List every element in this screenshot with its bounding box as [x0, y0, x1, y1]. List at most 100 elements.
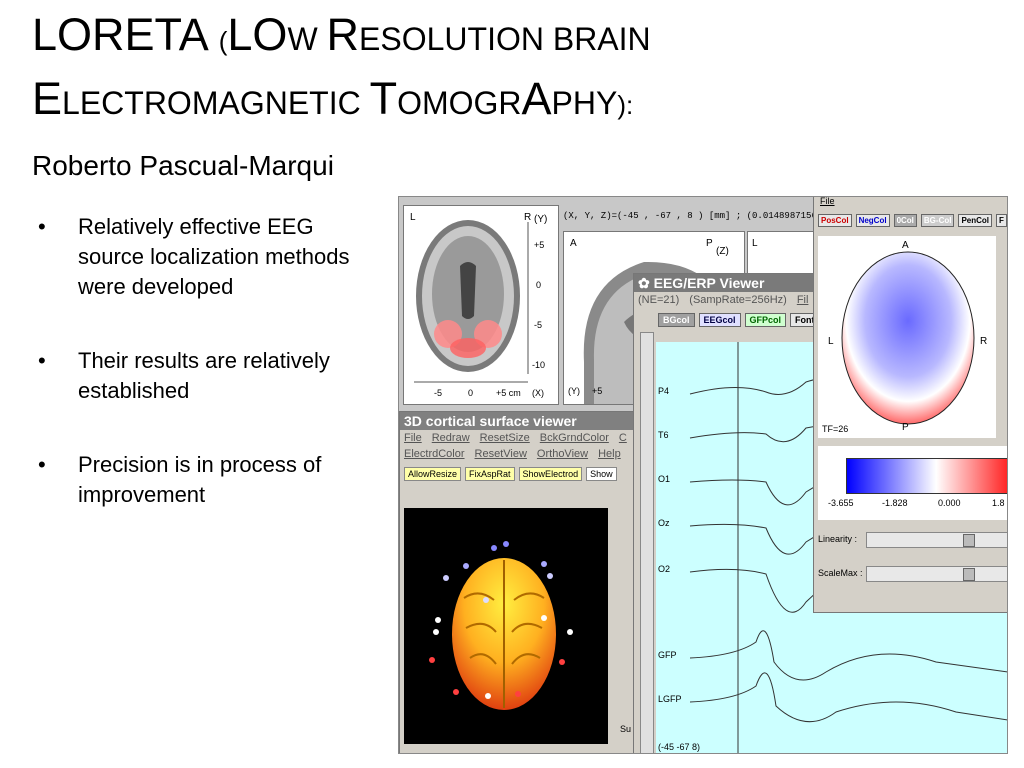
zerocol-button[interactable]: 0Col [893, 214, 917, 227]
cortical-side-label: Su [620, 724, 632, 734]
title-text: OMOGR [397, 85, 522, 121]
allowresize-checkbox[interactable]: AllowResize [404, 467, 462, 481]
axial-bottom-tick: (X) [532, 388, 544, 398]
axial-tick: 0 [536, 280, 542, 290]
sagittal-axis-label: (Z) [716, 246, 729, 257]
linearity-label: Linearity : [818, 534, 858, 544]
bgcol-map-button[interactable]: BG-Col [920, 214, 955, 227]
linearity-slider-thumb[interactable] [963, 534, 975, 547]
menu-item-c[interactable]: C [618, 432, 627, 444]
title-text: ): [617, 90, 634, 120]
map-posterior-label: P [902, 422, 909, 433]
eeg-viewer-title: EEG/ERP Viewer [653, 275, 765, 291]
menu-item-electrdcolor[interactable]: ElectrdColor [404, 448, 465, 460]
slide-title: LORETA (LOW RESOLUTION BRAIN ELECTROMAGN… [32, 6, 1012, 134]
sagittal-right-label: P [706, 238, 713, 249]
sagittal-left-label: A [570, 238, 577, 249]
title-text: W [287, 21, 327, 57]
colorbar-tick: -3.655 [828, 498, 854, 508]
eegcol-button[interactable]: EEGcol [698, 313, 741, 327]
channel-label: Oz [658, 518, 670, 528]
cortical-viewer-titlebar: 3D cortical surface viewer [400, 412, 636, 430]
eeg-info-samprate: (SampRate=256Hz) [689, 294, 787, 306]
channel-label: P4 [658, 386, 670, 396]
bullet-list: Relatively effective EEG source localiza… [38, 212, 378, 554]
mri-axial-image [414, 220, 529, 383]
eeg-coord-label: (-45 -67 8) [658, 742, 701, 752]
sagittal-bottom-tick: +5 [592, 386, 603, 396]
pencol-button[interactable]: PenCol [958, 214, 993, 227]
bullet-item: Their results are relatively established [38, 346, 378, 406]
scalemax-slider[interactable] [866, 566, 1007, 582]
eeg-scrollbar[interactable] [640, 332, 654, 753]
cortical-viewer-title: 3D cortical surface viewer [404, 413, 577, 429]
show-checkbox[interactable]: Show [586, 467, 617, 481]
negcol-button[interactable]: NegCol [855, 214, 890, 227]
author-name: Roberto Pascual-Marqui [32, 150, 334, 181]
eeg-info-ne: (NE=21) [638, 294, 680, 306]
scalemax-label: ScaleMax : [818, 568, 863, 578]
menu-item-file[interactable]: File [404, 432, 422, 444]
title-text: E [32, 73, 63, 124]
menu-item-redraw[interactable]: Redraw [431, 432, 470, 444]
channel-label: O2 [658, 564, 671, 574]
map-anterior-label: A [902, 240, 909, 251]
poscol-button[interactable]: PosCol [818, 214, 852, 227]
bullet-item: Precision is in process of improvement [38, 450, 378, 510]
colorbar-tick: 0.000 [938, 498, 961, 508]
scalp-map-panel: A L R TF=26 P [818, 236, 996, 438]
scalemax-slider-thumb[interactable] [963, 568, 975, 581]
mri-axial-panel: L R (Y) +5 0 -5 -10 -5 0 +5 cm (X) [403, 205, 559, 405]
gfpcol-button[interactable]: GFPcol [744, 313, 787, 327]
cortical-menu-2: ElectrdColor ResetView OrthoView Help [400, 446, 636, 462]
menu-item-help[interactable]: Help [598, 448, 621, 460]
showelectrod-checkbox[interactable]: ShowElectrod [518, 467, 583, 481]
menu-item-resetview[interactable]: ResetView [474, 448, 527, 460]
coronal-left-label: L [752, 238, 758, 249]
axial-left-label: L [410, 212, 416, 223]
axial-tick: -5 [534, 320, 543, 330]
menu-item-orthoview[interactable]: OrthoView [536, 448, 589, 460]
bullet-item: Relatively effective EEG source localiza… [38, 212, 378, 302]
map-tf-label: TF=26 [822, 424, 849, 434]
menu-item-resetsize[interactable]: ResetSize [479, 432, 530, 444]
map-left-label: L [828, 336, 834, 347]
title-text: R [326, 9, 360, 60]
f-button[interactable]: F [996, 214, 1007, 227]
software-collage: L R (Y) +5 0 -5 -10 -5 0 +5 cm (X) (X, Y… [398, 196, 1008, 754]
coordinate-readout: (X, Y, Z)=(-45 , -67 , 8 ) [mm] ; (0.014… [563, 211, 855, 221]
fixasprat-checkbox[interactable]: FixAspRat [465, 467, 515, 481]
title-text: PHY [551, 85, 618, 121]
channel-label: LGFP [658, 694, 682, 704]
bgcol-button[interactable]: BGcol [658, 313, 695, 327]
map-right-label: R [980, 336, 988, 347]
cortical-menu-1: File Redraw ResetSize BckGrndColor C [400, 430, 636, 446]
title-text: A [521, 73, 552, 124]
axial-tick: -10 [532, 360, 546, 370]
sagittal-bottom-tick: (Y) [568, 386, 580, 396]
title-text: T [369, 73, 398, 124]
axial-bottom-tick: 0 [468, 388, 474, 398]
eeg-info-row: (NE=21) (SampRate=256Hz) Fil [634, 292, 1007, 308]
linearity-slider[interactable] [866, 532, 1007, 548]
scalp-map-image [841, 251, 975, 425]
colorbar [846, 458, 1007, 494]
axial-bottom-tick: +5 cm [496, 388, 521, 398]
map-file-menu[interactable]: File [820, 196, 835, 206]
colorbar-tick: 1.8 [992, 498, 1005, 508]
colorbar-tick: -1.828 [882, 498, 908, 508]
cortical-render-area[interactable] [404, 508, 608, 744]
channel-label: GFP [658, 650, 677, 660]
title-text: ESOLUTION BRAIN [359, 21, 651, 57]
axial-tick: +5 [534, 240, 545, 250]
menu-item-bckgrndcolor[interactable]: BckGrndColor [539, 432, 609, 444]
eeg-info-fil[interactable]: Fil [796, 294, 809, 306]
axial-bottom-tick: -5 [434, 388, 443, 398]
eeg-app-icon: ✿ [638, 275, 654, 291]
title-text: LECTROMAGNETIC [62, 85, 370, 121]
